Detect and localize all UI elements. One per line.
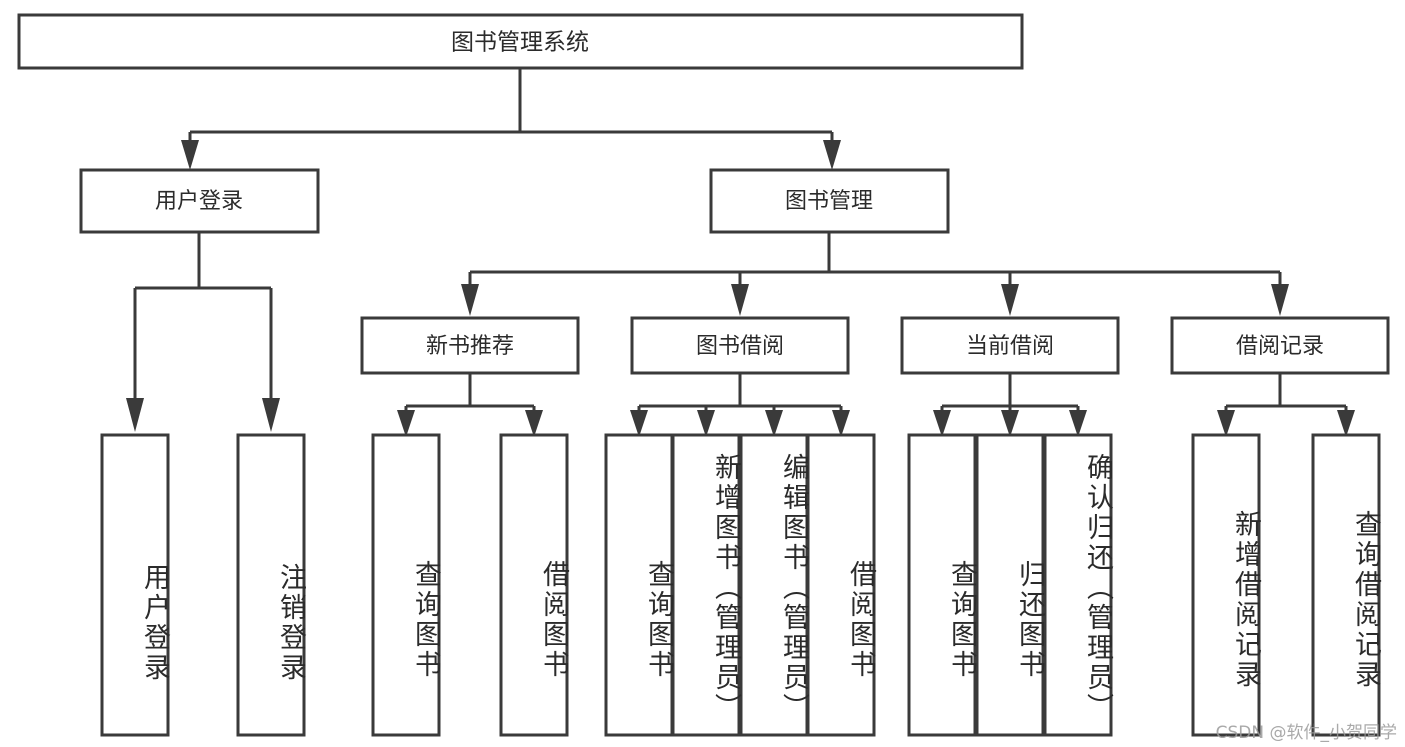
- arrow-bm-4-icon: [1271, 284, 1289, 316]
- arrow-bb-1-icon: [630, 410, 648, 437]
- node-borrow-record-label: 借阅记录: [1236, 334, 1324, 359]
- node-book-borrow-box[interactable]: [630, 316, 850, 375]
- node-book-management[interactable]: 图书管理: [709, 168, 950, 234]
- arrow-user-login-2-icon: [262, 398, 280, 432]
- leaf-box-br-2[interactable]: [1311, 433, 1381, 737]
- node-user-login-label: 用户登录: [155, 189, 243, 214]
- leaf-box-bb-3[interactable]: [739, 433, 809, 737]
- node-root-box[interactable]: [17, 13, 1024, 70]
- leaf-box-cb-3[interactable]: [1043, 433, 1113, 737]
- csdn-watermark: CSDN @软件_小贺同学: [1215, 723, 1397, 743]
- leaf-box-nbr-1[interactable]: [371, 433, 441, 737]
- leaf-box-user-login-2[interactable]: [236, 433, 306, 737]
- node-root-label: 图书管理系统: [451, 30, 589, 56]
- node-book-management-box[interactable]: [709, 168, 950, 234]
- leaf-box-user-login-1[interactable]: [100, 433, 170, 737]
- arrow-br-1-icon: [1217, 410, 1235, 437]
- arrow-nbr-2-icon: [525, 410, 543, 437]
- arrow-cb-2-icon: [1001, 410, 1019, 437]
- node-book-borrow-label: 图书借阅: [696, 334, 784, 359]
- arrow-bm-1-icon: [461, 284, 479, 316]
- node-new-book-recommend-box[interactable]: [360, 316, 580, 375]
- node-borrow-record-box[interactable]: [1170, 316, 1390, 375]
- leaf-box-br-1[interactable]: [1191, 433, 1261, 737]
- arrow-cb-3-icon: [1069, 410, 1087, 437]
- arrow-bm-3-icon: [1001, 284, 1019, 316]
- leaf-box-cb-1[interactable]: [907, 433, 977, 737]
- node-current-borrow[interactable]: 当前借阅: [900, 316, 1120, 375]
- leaf-box-cb-2[interactable]: [975, 433, 1045, 737]
- arrow-user-login-1-icon: [126, 398, 144, 432]
- arrow-bb-3-icon: [765, 410, 783, 437]
- node-borrow-record[interactable]: 借阅记录: [1170, 316, 1390, 375]
- arrow-nbr-1-icon: [397, 410, 415, 437]
- arrow-bb-2-icon: [697, 410, 715, 437]
- node-new-book-recommend[interactable]: 新书推荐: [360, 316, 580, 375]
- node-current-borrow-box[interactable]: [900, 316, 1120, 375]
- arrow-br-2-icon: [1337, 410, 1355, 437]
- node-new-book-recommend-label: 新书推荐: [426, 334, 514, 359]
- node-user-login[interactable]: 用户登录: [79, 168, 320, 234]
- node-book-borrow[interactable]: 图书借阅: [630, 316, 850, 375]
- node-book-management-label: 图书管理: [785, 189, 873, 214]
- arrow-root-to-user-icon: [181, 140, 199, 170]
- node-root[interactable]: 图书管理系统: [17, 13, 1024, 70]
- arrow-root-to-book-icon: [823, 140, 841, 170]
- arrow-bm-2-icon: [731, 284, 749, 316]
- leaf-box-bb-1[interactable]: [604, 433, 674, 737]
- node-current-borrow-label: 当前借阅: [966, 334, 1054, 359]
- leaf-box-bb-2[interactable]: [671, 433, 741, 737]
- leaf-box-nbr-2[interactable]: [499, 433, 569, 737]
- arrow-cb-1-icon: [933, 410, 951, 437]
- arrow-bb-4-icon: [832, 410, 850, 437]
- leaf-box-bb-4[interactable]: [806, 433, 876, 737]
